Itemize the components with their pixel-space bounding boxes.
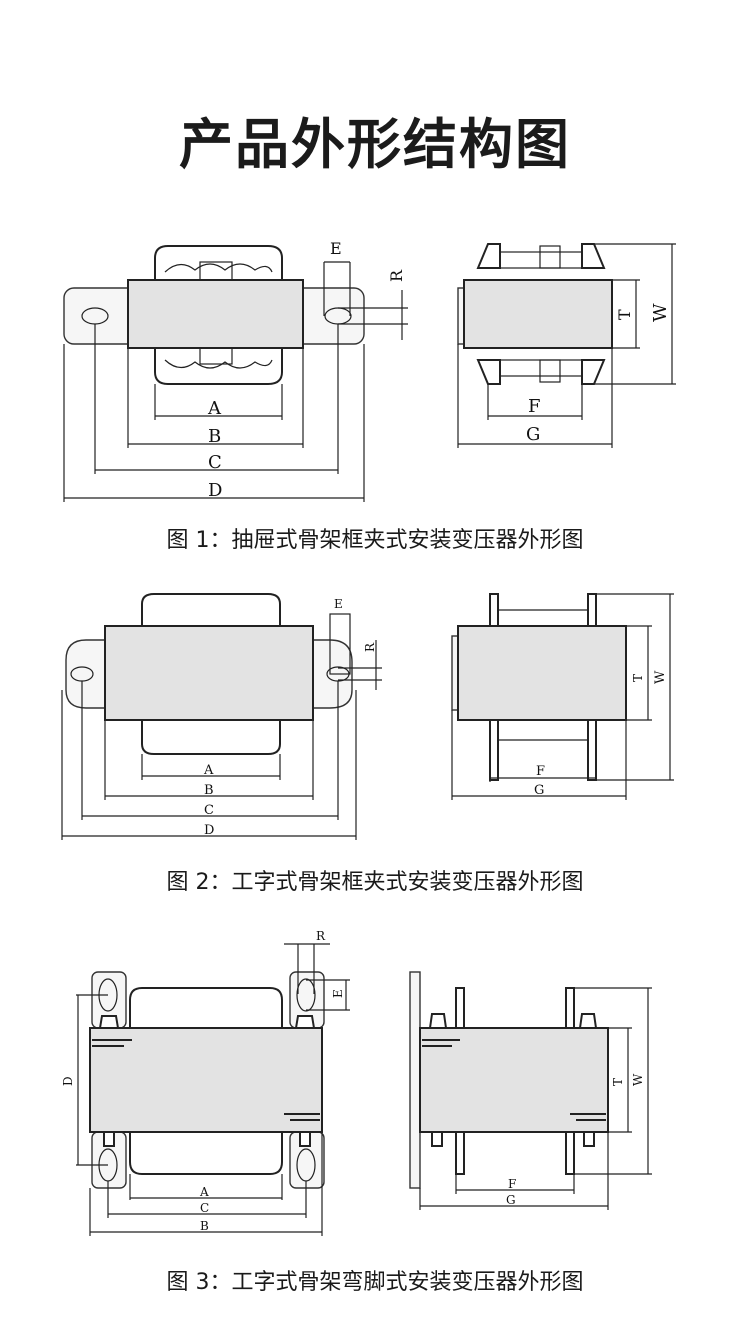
figure-2-label-e: E (334, 597, 343, 611)
figure-3-drawing: R E D A C B (61, 929, 652, 1236)
figure-3-core (89, 1027, 323, 1133)
figure-3-bobbin-bottom (129, 1132, 283, 1175)
figure-2-caption: 图 2：工字式骨架框夹式安装变压器外形图 (166, 870, 584, 895)
figure-3-caption: 图 3：工字式骨架弯脚式安装变压器外形图 (166, 1270, 584, 1295)
figure-1-drawing: E R A B C D (63, 239, 676, 502)
figure-2-bobbin-top (141, 593, 281, 626)
figure-2-label-g: G (534, 783, 544, 798)
figure-1-label-c: C (208, 452, 222, 473)
figure-3-label-r: R (316, 929, 326, 943)
figure-2-label-f: F (536, 764, 545, 779)
figure-2-label-w: W (653, 670, 668, 684)
figure-1-front-view: E R A B C D (63, 239, 408, 502)
figure-2-label-t: T (631, 674, 645, 682)
figure-1-label-g: G (526, 424, 540, 445)
figure-1-caption: 图 1：抽屉式骨架框夹式安装变压器外形图 (166, 528, 584, 553)
figure-3-label-c: C (200, 1201, 209, 1215)
figure-1-side-view: T W F G (457, 243, 676, 448)
figure-3-side-core (419, 1027, 609, 1133)
figure-3-front-view: R E D A C B (61, 929, 350, 1236)
figure-2-drawing: E R A B C D (61, 593, 674, 840)
figure-2-bobbin-bottom (141, 720, 281, 755)
page-title: 产品外形结构图 (179, 113, 571, 176)
figure-1-side-core (463, 279, 613, 349)
figure-2-side-core (457, 625, 627, 721)
figure-3-side-view: T W F G (409, 971, 652, 1210)
figure-1-label-d: D (208, 480, 222, 501)
figure-1-label-e: E (330, 239, 342, 258)
figure-3-bobbin-top (129, 987, 283, 1028)
figure-2-label-r: R (363, 642, 377, 652)
figure-2-core (104, 625, 314, 721)
figure-1-label-w: W (650, 303, 671, 322)
figure-1-label-r: R (387, 269, 406, 282)
figure-3-label-f: F (508, 1177, 516, 1191)
figure-1-label-f: F (528, 396, 541, 417)
figure-1-label-a: A (207, 398, 222, 419)
figure-3-label-w: W (631, 1073, 645, 1086)
figure-3-label-d: D (61, 1076, 75, 1086)
figure-1-label-b: B (208, 426, 221, 447)
figure-1-bobbin-top (154, 245, 283, 280)
figure-3-label-t: T (611, 1078, 625, 1086)
figure-2-label-c: C (204, 803, 214, 818)
figure-1-core (127, 279, 304, 349)
figure-1-label-t: T (615, 309, 634, 320)
figure-2-label-d: D (204, 823, 214, 838)
figure-2-front-view: E R A B C D (61, 593, 382, 840)
figure-3-label-b: B (200, 1219, 209, 1233)
figure-2-label-a: A (203, 763, 214, 778)
figure-3-label-a: A (199, 1185, 209, 1199)
figure-3-label-e: E (331, 989, 345, 998)
figure-3-label-g: G (506, 1193, 516, 1207)
figure-2-side-view: T W F G (451, 593, 674, 800)
figure-2-label-b: B (204, 783, 214, 798)
figure-3-side-bracket (409, 971, 421, 1189)
